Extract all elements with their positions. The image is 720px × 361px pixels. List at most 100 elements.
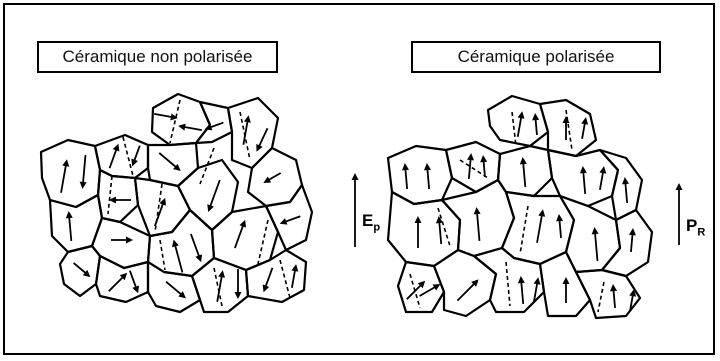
dipole-arrow-polarized <box>521 281 523 304</box>
dipole-arrow-unpolarized-head <box>62 159 69 167</box>
domain-wall <box>123 137 133 176</box>
dipole-arrow-unpolarized <box>292 269 295 288</box>
dipole-arrow-polarized <box>427 168 429 189</box>
dipole-arrow-unpolarized <box>74 263 87 274</box>
dipole-arrow-unpolarized-head <box>235 292 242 299</box>
polarisation-arrow-head <box>676 183 683 190</box>
grain-unpolarized <box>178 160 238 230</box>
grain-polarized <box>434 250 496 316</box>
domain-wall <box>520 206 528 254</box>
grain-polarized <box>602 210 652 276</box>
dipole-arrow-unpolarized <box>259 128 268 147</box>
domain-wall <box>160 240 165 270</box>
grain-unpolarized <box>228 98 278 168</box>
dipole-arrow-polarized-head <box>518 276 525 283</box>
field-arrow-head <box>352 173 359 180</box>
dipole-arrow-unpolarized <box>265 268 272 288</box>
dipole-arrow-polarized-head <box>581 117 588 125</box>
dipole-arrow-unpolarized <box>110 148 117 168</box>
dipole-arrow-unpolarized <box>109 276 124 291</box>
dipole-arrow-polarized-head <box>538 209 545 217</box>
grain-unpolarized <box>266 185 312 250</box>
dipole-arrow-polarized-head <box>622 177 629 184</box>
dipole-arrow-polarized <box>518 116 522 137</box>
grain-unpolarized <box>50 195 102 252</box>
dipole-arrow-polarized-head <box>580 166 587 173</box>
dipole-arrow-unpolarized <box>159 153 177 168</box>
dipole-arrow-polarized-head <box>532 113 539 120</box>
dipole-arrow-unpolarized <box>209 123 223 128</box>
dipole-arrow-unpolarized <box>154 114 173 117</box>
dipole-arrow-polarized-head <box>563 116 570 123</box>
dipole-arrow-polarized-head <box>629 228 636 235</box>
grain-unpolarized <box>246 250 306 302</box>
dipole-arrow-unpolarized-head <box>66 211 73 218</box>
dipole-arrow-polarized <box>477 212 480 241</box>
dipole-arrow-polarized <box>469 158 471 179</box>
dipole-arrow-unpolarized-head <box>126 237 133 244</box>
grain-polarized <box>498 146 552 196</box>
dipole-arrow-unpolarized <box>268 173 281 181</box>
dipole-arrow-unpolarized <box>61 164 66 193</box>
dipole-arrow-polarized-head <box>592 227 599 234</box>
dipole-arrow-polarized <box>600 171 603 190</box>
dipole-arrow-polarized-head <box>467 153 474 160</box>
dipole-arrow-polarized-head <box>424 163 431 170</box>
domain-wall <box>598 282 604 312</box>
dipole-arrow-polarized-head <box>520 157 527 164</box>
dipole-arrow-polarized-head <box>556 214 563 221</box>
domain-wall <box>506 262 510 306</box>
dipole-arrow-unpolarized <box>69 216 71 241</box>
dipole-arrow-polarized-head <box>518 111 525 119</box>
dipole-arrow-polarized <box>631 233 633 252</box>
domain-wall <box>280 260 290 298</box>
dipole-arrow-polarized-head <box>599 166 606 174</box>
dipole-arrow-polarized <box>613 289 615 308</box>
dipole-arrow-unpolarized <box>130 271 136 289</box>
dipole-arrow-unpolarized-head <box>80 182 87 189</box>
dipole-arrow-polarized <box>559 219 561 238</box>
dipole-arrow-unpolarized-head <box>244 115 251 123</box>
dipole-arrow-polarized <box>535 118 536 135</box>
dipole-arrow-polarized-head <box>610 284 617 291</box>
dipole-arrow-polarized-head <box>402 163 409 170</box>
dipole-arrow-unpolarized <box>210 180 220 207</box>
dipole-arrow-unpolarized <box>284 216 300 222</box>
dipole-arrow-polarized <box>405 168 407 189</box>
grain-polarized <box>540 100 596 156</box>
dipole-arrow-polarized <box>439 221 441 244</box>
domain-wall <box>566 110 572 150</box>
dipole-arrow-unpolarized <box>166 282 182 295</box>
dipole-arrow-unpolarized <box>183 127 202 130</box>
dipole-arrow-polarized <box>625 182 627 203</box>
domain-wall <box>108 176 112 214</box>
grain-polarized <box>488 96 548 146</box>
dipole-arrow-unpolarized-head <box>178 124 186 131</box>
dipole-arrow-polarized <box>583 171 585 194</box>
grain-unpolarized <box>41 140 100 207</box>
grain-unpolarized <box>60 246 100 296</box>
dipole-arrow-unpolarized-head <box>291 264 298 272</box>
dipole-arrow-polarized <box>420 287 436 297</box>
dipole-arrow-unpolarized-head <box>172 240 179 248</box>
dipole-arrow-polarized-head <box>415 216 422 223</box>
grain-unpolarized <box>148 262 200 312</box>
dipole-arrow-polarized <box>483 160 484 177</box>
dipole-arrow-unpolarized <box>83 155 86 184</box>
dipole-arrow-unpolarized <box>235 225 244 248</box>
dipole-arrow-unpolarized <box>134 146 140 162</box>
dipole-arrow-polarized-head <box>563 277 570 284</box>
dipole-arrow-unpolarized <box>191 234 200 257</box>
dipole-arrow-polarized <box>407 284 422 299</box>
dipole-arrow-polarized <box>523 162 525 187</box>
domain-wall <box>512 112 516 146</box>
domain-wall <box>170 100 180 143</box>
dipole-arrow-polarized <box>582 122 585 139</box>
dipole-arrow-polarized-head <box>474 207 481 214</box>
grain-unpolarized <box>196 102 232 143</box>
polarisation-label: PR <box>686 216 705 238</box>
dipole-arrow-unpolarized <box>175 244 183 272</box>
dipole-arrow-unpolarized-head <box>218 270 225 278</box>
grain-unpolarized <box>98 170 138 222</box>
